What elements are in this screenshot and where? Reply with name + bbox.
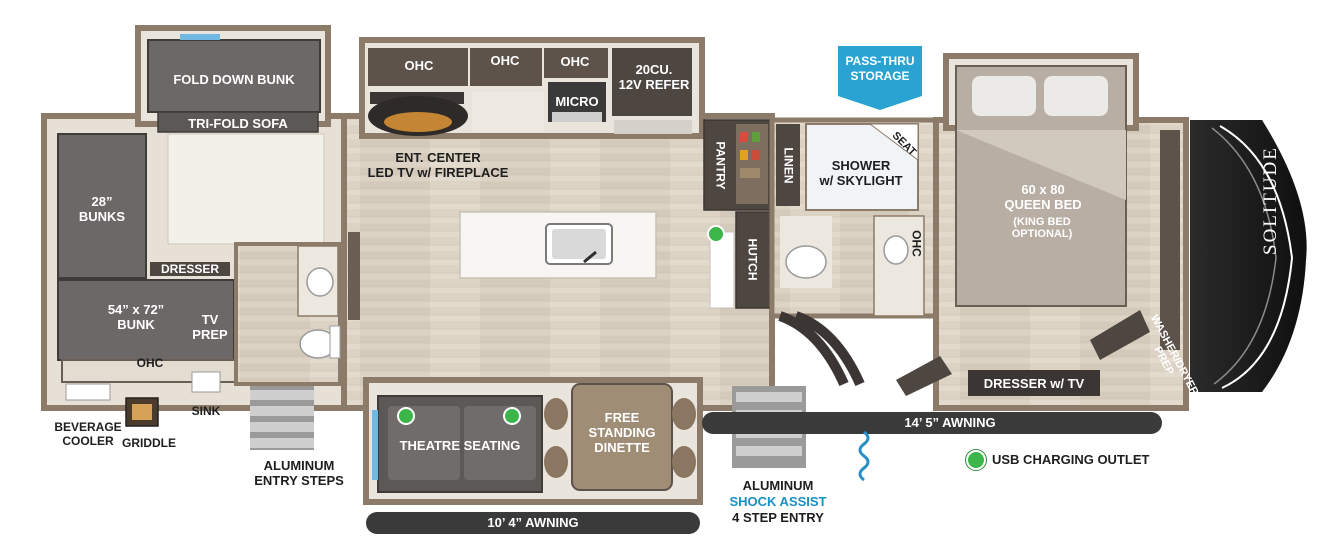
usb-outlet	[707, 225, 725, 243]
label-micro: MICRO	[555, 94, 599, 109]
main-bath	[769, 117, 939, 319]
shore-cord	[858, 430, 870, 482]
label-griddle: GRIDDLE	[122, 436, 176, 450]
label-ohc-2: OHC	[490, 53, 520, 68]
awning-bar-front	[702, 412, 1162, 434]
label-free-standing-dinette: FREE STANDING DINETTE	[588, 410, 656, 455]
label-54x72-bunk: 54” x 72” BUNK	[107, 302, 165, 332]
kitchen-slide	[359, 37, 705, 139]
label-rear-awning: 10’ 4” AWNING	[487, 515, 579, 530]
theatre-seating-slide	[363, 377, 703, 505]
entry-door	[348, 232, 360, 320]
label-front-awning: 14’ 5” AWNING	[904, 415, 996, 430]
label-ohc-bath: OHC	[909, 230, 924, 257]
griddle-unit	[125, 397, 159, 427]
brand-logo: SOLITUDE	[1260, 146, 1281, 255]
label-dresser-tv: DRESSER w/ TV	[983, 376, 1085, 391]
label-dresser: DRESSER	[160, 262, 219, 276]
label-tri-fold-sofa: TRI-FOLD SOFA	[188, 116, 288, 131]
label-28-bunks: 28” BUNKS	[78, 194, 126, 224]
bunk-54x72	[57, 279, 235, 361]
awning-bar-rear	[366, 512, 700, 534]
usb-legend-icon	[966, 450, 986, 470]
usb-outlet	[397, 407, 415, 425]
bunk-28	[57, 133, 147, 279]
label-refer: 20CU. 12V REFER	[618, 62, 690, 92]
label-usb-legend: USB CHARGING OUTLET	[992, 452, 1150, 467]
master-bedroom	[896, 53, 1189, 411]
label-4-step-entry: 4 STEP ENTRY	[732, 510, 824, 525]
label-hutch: HUTCH	[745, 238, 760, 281]
front-cap	[1190, 120, 1307, 392]
outdoor-sink-unit	[191, 371, 221, 393]
label-tv-prep: TV PREP	[192, 312, 228, 342]
label-aluminum-entry-steps: ALUMINUM ENTRY STEPS	[254, 458, 344, 488]
label-shower: SHOWER w/ SKYLIGHT	[819, 158, 903, 188]
aluminum-entry-steps	[250, 386, 314, 450]
dresser-tv-unit	[968, 370, 1100, 396]
label-beverage-cooler: BEVERAGE COOLER	[54, 420, 122, 448]
label-pantry: PANTRY	[713, 141, 728, 190]
label-aluminum: ALUMINUM	[742, 478, 814, 493]
label-king-bed-optional: (KING BED OPTIONAL)	[1011, 216, 1073, 240]
pass-thru-storage-callout	[838, 46, 922, 110]
label-ohc-1: OHC	[404, 58, 434, 73]
label-fold-down-bunk: FOLD DOWN BUNK	[173, 72, 295, 87]
label-pass-thru-storage: PASS-THRU STORAGE	[845, 54, 915, 83]
label-queen-bed: 60 x 80 QUEEN BED	[1004, 182, 1082, 212]
label-linen: LINEN	[781, 147, 796, 184]
label-ohc-bunk: OHC	[136, 356, 164, 370]
rear-bath	[234, 242, 342, 386]
usb-outlet	[503, 407, 521, 425]
label-sink: SINK	[191, 404, 221, 418]
pantry-hutch	[703, 119, 775, 309]
fold-down-bunk-slide	[135, 25, 331, 245]
beverage-cooler-unit	[65, 383, 111, 401]
dresser-block	[150, 262, 230, 276]
label-ent-center: ENT. CENTER LED TV w/ FIREPLACE	[367, 150, 509, 180]
label-ohc-3: OHC	[560, 54, 590, 69]
usb-outlets	[397, 225, 725, 425]
label-theatre-seating: THEATRE SEATING	[399, 438, 521, 453]
label-shock-assist: SHOCK ASSIST	[729, 494, 827, 509]
